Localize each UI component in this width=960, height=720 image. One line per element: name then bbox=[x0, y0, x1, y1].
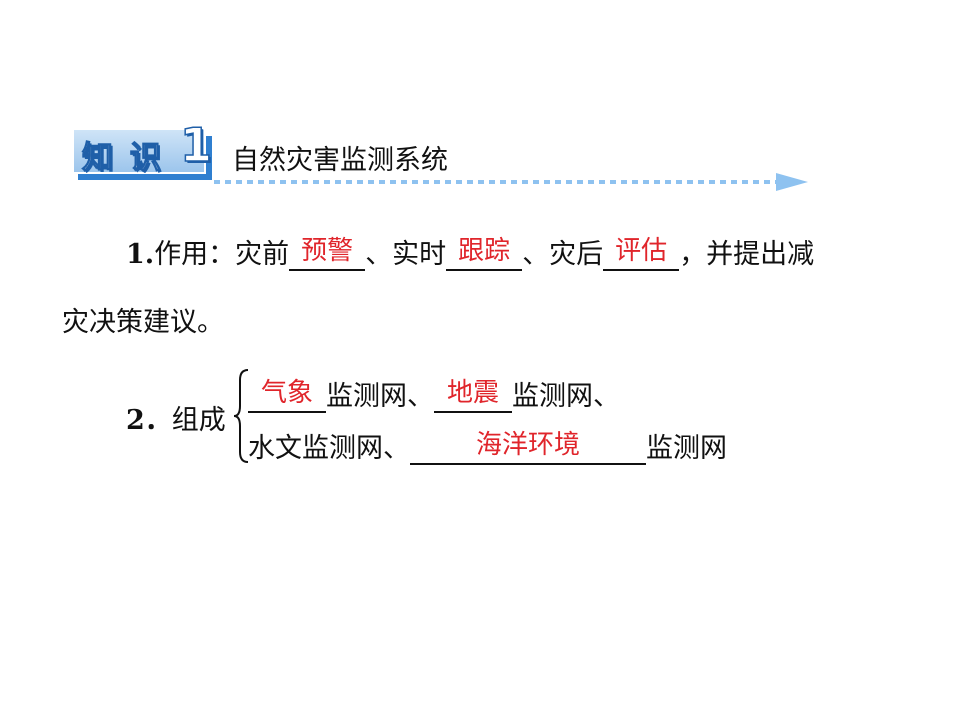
badge-text: 知 识 bbox=[81, 139, 164, 176]
item2-label: 2．组成 bbox=[126, 398, 226, 437]
item2-row2-seg1: 水文监测网、 bbox=[248, 433, 410, 464]
item2-number: 2． bbox=[126, 405, 172, 436]
item1-number: 1. bbox=[126, 239, 155, 270]
answer-3: 评估 bbox=[615, 236, 668, 266]
left-brace bbox=[233, 369, 249, 463]
answer-4: 气象 bbox=[260, 378, 313, 408]
blank-6: 海洋环境 bbox=[410, 430, 646, 465]
blank-3: 评估 bbox=[603, 236, 680, 271]
item2-row1-seg2: 监测网、 bbox=[512, 381, 620, 412]
dotted-arrow bbox=[214, 173, 808, 191]
answer-5: 地震 bbox=[446, 378, 499, 408]
item2-label-text: 组成 bbox=[171, 405, 226, 436]
item1-seg1: 作用：灾前 bbox=[154, 239, 290, 270]
answer-2: 跟踪 bbox=[458, 236, 511, 266]
item2-row2-seg2: 监测网 bbox=[646, 433, 727, 464]
answer-1: 预警 bbox=[301, 236, 354, 266]
item1-seg4: ，并提出减 bbox=[679, 239, 815, 270]
badge-number: 1 bbox=[179, 117, 213, 173]
item1-line2: 灾决策建议。 bbox=[62, 307, 224, 338]
blank-1: 预警 bbox=[289, 236, 366, 271]
item2-row1-seg1: 监测网、 bbox=[326, 381, 434, 412]
item1-seg3: 、灾后 bbox=[522, 239, 604, 270]
section-badge: 知 识 1 bbox=[72, 117, 213, 180]
blank-4: 气象 bbox=[248, 378, 326, 413]
item1-seg2: 、实时 bbox=[365, 239, 447, 270]
item2-row1: 气象监测网、地震监测网、 bbox=[248, 374, 620, 413]
item2-row2: 水文监测网、 海洋环境 监测网 bbox=[248, 426, 727, 465]
answer-6: 海洋环境 bbox=[475, 430, 580, 460]
blank-5: 地震 bbox=[434, 378, 512, 413]
badge-face bbox=[72, 128, 206, 174]
blank-2: 跟踪 bbox=[446, 236, 523, 271]
section-title: 自然灾害监测系统 bbox=[232, 145, 448, 176]
item1-line1: 1.作用：灾前预警、实时跟踪、灾后评估 ，并提出减 bbox=[126, 232, 814, 271]
